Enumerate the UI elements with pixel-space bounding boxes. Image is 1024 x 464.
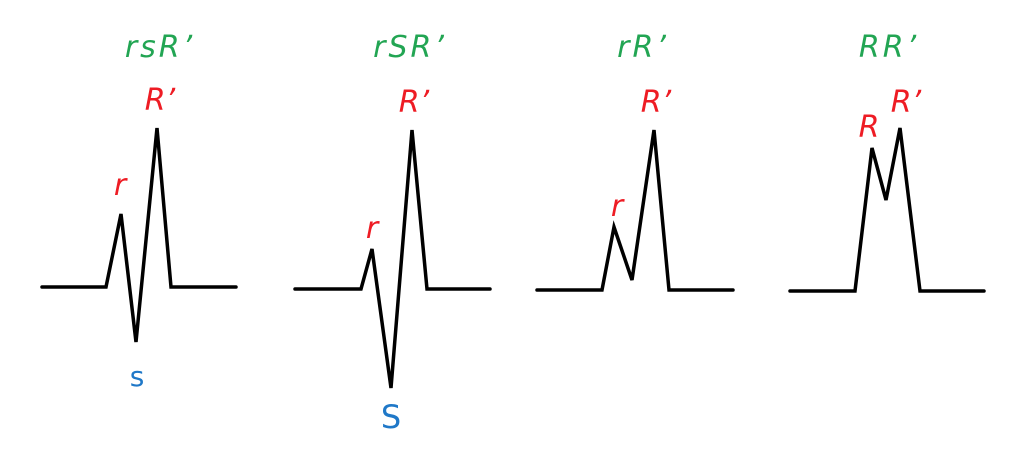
panel-title: RR’: [859, 30, 919, 65]
r-wave-label: r: [114, 168, 128, 203]
panel-rsr-prime-deep-s: rSR’ r S R’: [293, 30, 492, 436]
panel-rsr-prime: rsR’ r s R’: [40, 30, 238, 393]
panel-rr-prime: rR’ r R’: [535, 30, 735, 292]
r-prime-wave-label: R’: [145, 83, 176, 118]
ecg-waveform: [40, 127, 238, 343]
r-wave-label: r: [366, 211, 380, 246]
r-prime-wave-label: R’: [891, 85, 922, 120]
ecg-waveform: [788, 127, 986, 293]
panel-big-rr-prime: RR’ R R’: [788, 30, 986, 293]
ecg-waveform: [293, 129, 492, 389]
r-prime-wave-label: R’: [399, 85, 430, 120]
deep-s-wave-label: S: [381, 398, 401, 436]
panel-title: rSR’: [373, 30, 447, 65]
big-r-wave-label: R: [859, 110, 880, 145]
ecg-waveform: [535, 129, 735, 292]
r-prime-wave-label: R’: [641, 85, 672, 120]
r-wave-label: r: [611, 189, 625, 224]
panel-title: rsR’: [125, 30, 195, 65]
panel-title: rR’: [617, 30, 669, 65]
s-wave-label: s: [130, 360, 145, 393]
